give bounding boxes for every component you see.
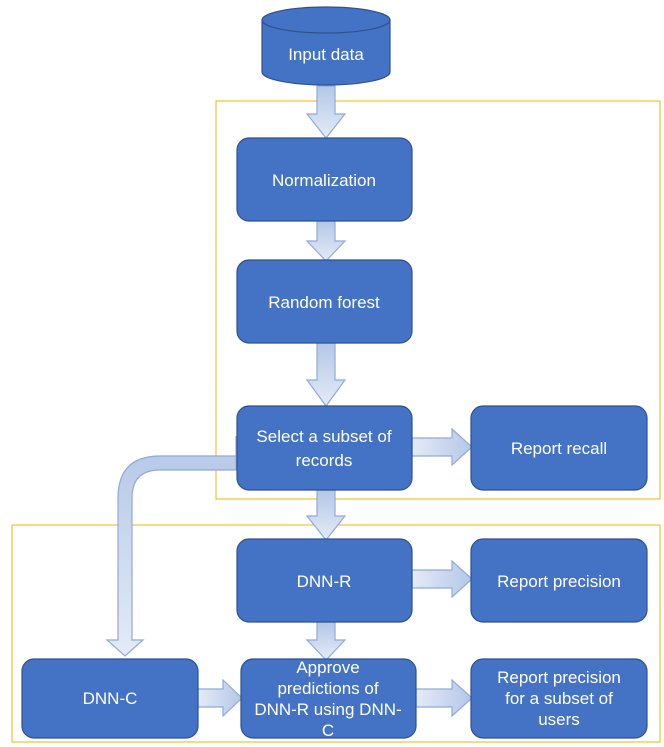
report-recall-label: Report recall bbox=[511, 439, 607, 458]
preprocessing-frame bbox=[215, 100, 661, 500]
input-data-node: Input data bbox=[261, 6, 391, 86]
approve-to-report-subset-arrow bbox=[415, 678, 473, 718]
report-subset-label-line3: users bbox=[538, 710, 580, 729]
report-subset-label-line2: for a subset of bbox=[505, 689, 613, 708]
report-subset-node: Report precision for a subset of users bbox=[470, 658, 648, 739]
approve-label-line2: predictions of bbox=[277, 679, 378, 698]
random-forest-to-select-arrow bbox=[305, 342, 347, 408]
select-to-dnn-r-arrow bbox=[305, 489, 347, 541]
select-subset-node: Select a subset of records bbox=[236, 405, 413, 491]
approve-label-line3: DNN-R using DNN- bbox=[254, 700, 401, 719]
random-forest-node: Random forest bbox=[236, 259, 413, 344]
approve-label-line1: Approve bbox=[296, 658, 359, 677]
approve-label-line4: C bbox=[322, 721, 334, 740]
dnn-c-to-approve-arrow bbox=[197, 678, 243, 718]
approve-predictions-node: Approve predictions of DNN-R using DNN- … bbox=[240, 658, 417, 740]
normalization-node: Normalization bbox=[236, 137, 413, 222]
select-to-report-recall-arrow bbox=[411, 427, 473, 467]
report-subset-label-line1: Report precision bbox=[497, 668, 621, 687]
normalization-to-random-forest-arrow bbox=[305, 220, 347, 262]
input-data-label: Input data bbox=[288, 45, 364, 64]
report-precision-label: Report precision bbox=[497, 572, 621, 591]
select-subset-label-line1: Select a subset of bbox=[256, 427, 391, 446]
dnn-r-label: DNN-R bbox=[297, 572, 352, 591]
report-precision-node: Report precision bbox=[470, 538, 648, 623]
dnn-c-node: DNN-C bbox=[21, 658, 199, 739]
dnn-r-to-report-precision-arrow bbox=[411, 559, 473, 599]
dnn-r-node: DNN-R bbox=[236, 538, 413, 623]
select-to-dnn-c-arrow bbox=[105, 436, 237, 657]
report-recall-node: Report recall bbox=[470, 405, 648, 491]
random-forest-label: Random forest bbox=[268, 293, 380, 312]
input-to-normalization-arrow bbox=[305, 85, 347, 139]
dnn-c-label: DNN-C bbox=[83, 689, 138, 708]
dnn-r-to-approve-arrow bbox=[305, 621, 347, 661]
select-subset-label-line2: records bbox=[296, 451, 353, 470]
normalization-label: Normalization bbox=[272, 171, 376, 190]
